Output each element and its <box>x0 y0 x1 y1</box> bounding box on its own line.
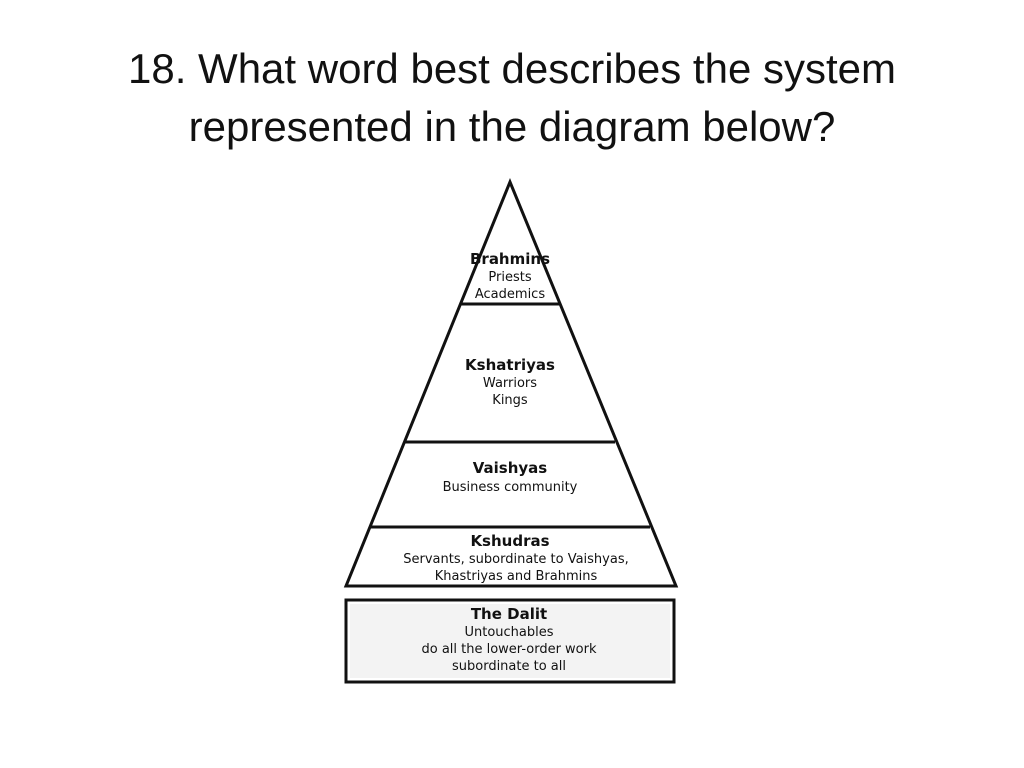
slide-title: 18. What word best describes the system … <box>60 40 964 156</box>
tier-kshatriyas-name: Kshatriyas <box>465 356 555 374</box>
tier-brahmins-line-1: Priests <box>488 270 531 285</box>
dalit-line-2: do all the lower-order work <box>421 642 596 657</box>
pyramid-outline <box>343 178 679 588</box>
tier-brahmins-name: Brahmins <box>470 250 550 268</box>
tier-vaishyas-line-1: Business community <box>443 480 578 495</box>
dalit-name: The Dalit <box>471 605 547 623</box>
tier-brahmins-line-2: Academics <box>475 287 545 302</box>
tier-kshudras-line-1: Servants, subordinate to Vaishyas, <box>403 552 628 567</box>
title-line-1: 18. What word best describes the system <box>128 45 896 92</box>
tier-kshudras-line-2: Khastriyas and Brahmins <box>435 569 598 584</box>
tier-kshudras-name: Kshudras <box>470 532 549 550</box>
dalit-box-fill <box>350 604 670 678</box>
tier-vaishyas-name: Vaishyas <box>473 459 548 477</box>
title-line-2: represented in the diagram below? <box>188 103 836 150</box>
dalit-line-1: Untouchables <box>464 625 553 640</box>
tier-kshatriyas-line-1: Warriors <box>483 376 537 391</box>
tier-kshatriyas-line-2: Kings <box>492 393 528 408</box>
dalit-line-3: subordinate to all <box>452 659 566 674</box>
